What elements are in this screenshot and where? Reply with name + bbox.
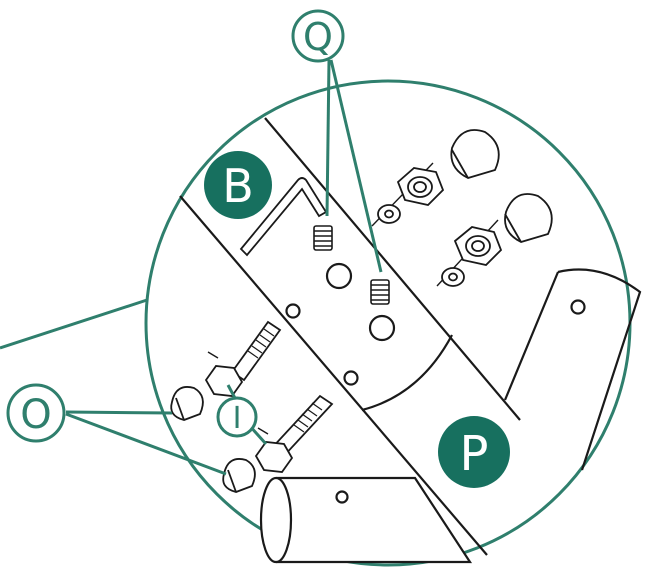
set-screw-icon [370,279,390,305]
hex-lock-nut-icon [453,226,503,266]
set-screw-icon [313,225,333,251]
callout-q-label: Q [303,15,333,59]
callout-o: O [6,383,66,443]
plate-hole [343,370,359,386]
detail-leader-line [0,298,148,350]
callout-leaders [65,59,383,476]
upper-hardware [371,129,500,227]
tube-hole [335,490,349,504]
hex-bolt-icon [254,394,334,473]
acorn-cap-nut-icon [504,193,553,243]
bracket-hole [570,299,586,315]
leader-q-1 [325,59,331,217]
leader-o-1 [65,410,173,415]
badge-b-label: B [222,159,254,213]
hex-bolt-icon [204,320,282,397]
leader-q-2 [329,59,383,273]
callout-o-label: O [20,392,51,438]
callout-i: I [216,396,258,438]
plate-hole [325,262,353,290]
callout-q: Q [291,9,345,63]
hex-lock-nut-icon [396,167,445,206]
acorn-cap-nut-icon [450,129,500,179]
callout-i-label: I [233,401,242,436]
tube [259,476,473,564]
leader-o-2 [65,412,227,476]
lower-hardware [436,193,553,287]
main-plate [179,117,521,556]
side-bracket [503,268,642,471]
plate-hole [368,314,396,342]
tube-end [259,476,293,564]
acorn-cap-nut-icon [222,458,256,493]
badge-b: B [204,151,272,219]
acorn-cap-nut-icon [170,386,204,421]
badge-p-label: P [460,426,489,482]
plate-hole [285,303,301,319]
badge-p: P [438,416,510,488]
allen-wrench-icon [239,177,328,257]
